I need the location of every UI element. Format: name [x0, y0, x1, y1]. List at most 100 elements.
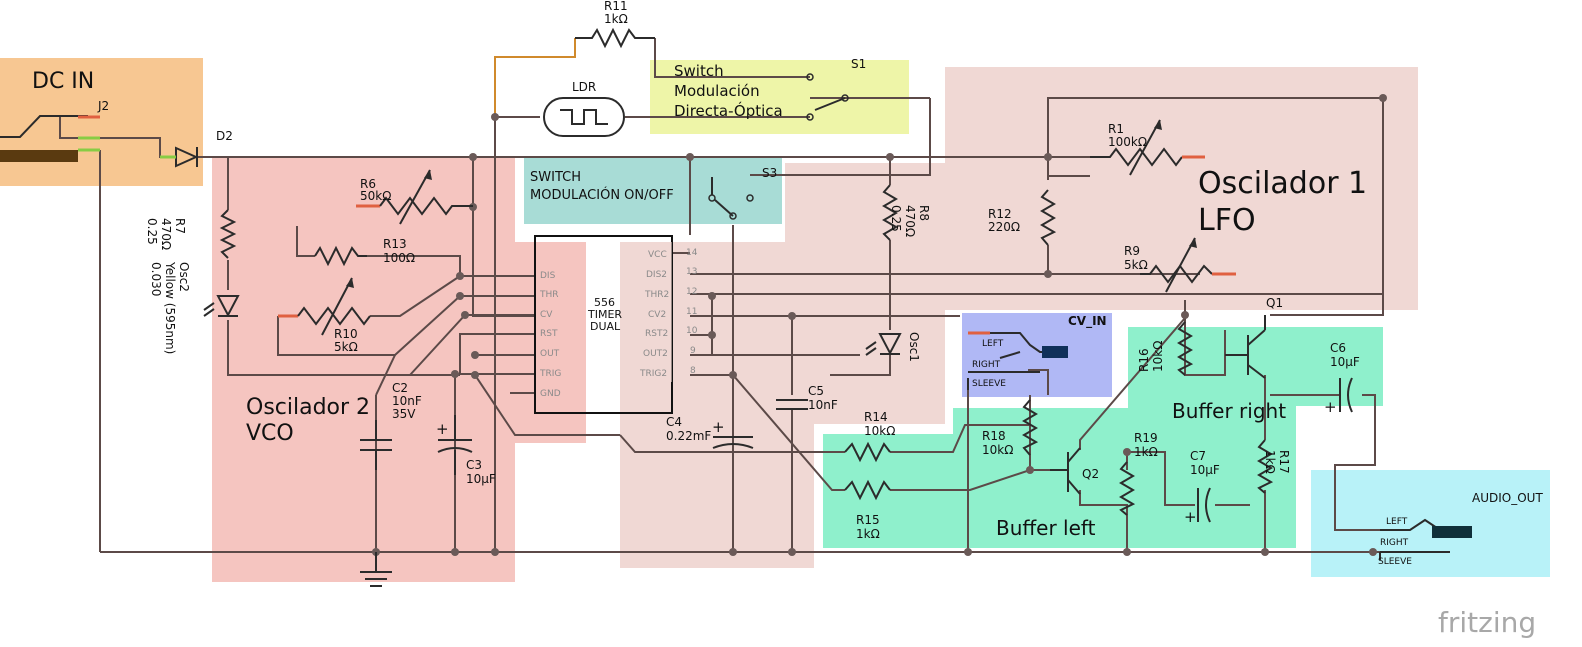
label-r1-value: 100kΩ [1108, 135, 1147, 149]
svg-text:Osc2: Osc2 [177, 262, 191, 292]
svg-text:14: 14 [686, 248, 698, 258]
resistor-r7 [219, 209, 237, 259]
svg-text:470Ω: 470Ω [903, 205, 917, 237]
svg-text:0.25: 0.25 [889, 205, 903, 232]
resistor-r16 [1177, 321, 1194, 376]
dc-jack-j2 [0, 115, 100, 162]
svg-text:470Ω: 470Ω [159, 218, 173, 250]
timer-pin-numbers-right: 14 13 12 11 10 9 8 [686, 248, 698, 376]
svg-text:+: + [712, 418, 725, 436]
label-d2: D2 [216, 129, 233, 143]
label-c2-name: C2 [392, 381, 408, 395]
svg-text:VCC: VCC [648, 250, 667, 260]
switch-s1 [806, 73, 849, 121]
osc2-title-1: Oscilador 2 [246, 395, 370, 420]
svg-text:THR2: THR2 [644, 290, 669, 300]
timer-label-1: 556 [594, 296, 615, 309]
label-osc1-led: Osc1 [907, 332, 921, 362]
label-r9-name: R9 [1124, 244, 1140, 258]
timer-pins-left: DIS THR CV RST OUT TRIG GND [539, 271, 561, 399]
label-s1: S1 [851, 57, 866, 71]
buffer-right-title: Buffer right [1172, 399, 1286, 423]
buffer-left-title: Buffer left [996, 516, 1096, 540]
svg-text:Yellow (595nm): Yellow (595nm) [163, 261, 177, 354]
label-c7-value: 10µF [1190, 463, 1220, 477]
cv-in-sleeve: SLEEVE [972, 379, 1006, 389]
label-r12-name: R12 [988, 207, 1012, 221]
region-buffer [823, 327, 1383, 548]
label-r19-name: R19 [1134, 431, 1158, 445]
label-c4-value: 0.22mF [666, 429, 711, 443]
diode-d2 [160, 146, 199, 168]
dc-in-title: DC IN [32, 69, 94, 94]
svg-text:R17: R17 [1277, 450, 1291, 474]
svg-text:TRIG: TRIG [539, 369, 561, 379]
label-ldr: LDR [572, 80, 596, 94]
label-q1: Q1 [1266, 296, 1283, 310]
audio-out-left: LEFT [1386, 517, 1408, 527]
region-osc2 [212, 157, 586, 582]
capacitor-c6: + [1324, 377, 1353, 416]
label-r6-value: 50kΩ [360, 189, 391, 203]
transistor-q1 [1225, 315, 1266, 379]
capacitor-c2 [360, 420, 392, 470]
svg-text:10kΩ: 10kΩ [1151, 341, 1165, 372]
pot-r1 [1090, 119, 1205, 176]
label-c4-name: C4 [666, 415, 682, 429]
resistor-r17 [1257, 439, 1274, 494]
pot-r9 [1140, 237, 1236, 293]
label-r12-value: 220Ω [988, 220, 1020, 234]
region-osc1 [620, 67, 1418, 568]
audio-out-right: RIGHT [1380, 538, 1409, 548]
ldr-sensor [543, 97, 625, 137]
svg-text:0.030: 0.030 [149, 262, 163, 296]
switch-mod-line3: Directa-Óptica [674, 101, 783, 120]
label-r7: R7 470Ω 0.25 [145, 218, 187, 250]
label-q2: Q2 [1082, 467, 1099, 481]
capacitor-c7: + [1184, 487, 1211, 526]
label-r17: R17 1kΩ [1263, 450, 1291, 474]
svg-text:CV: CV [540, 310, 553, 320]
region-cv-in [962, 313, 1112, 397]
region-dc-in [0, 58, 203, 186]
switch-s3 [708, 177, 754, 220]
label-c2-value: 10nF [392, 394, 422, 408]
label-r10-name: R10 [334, 327, 358, 341]
resistor-r11 [575, 27, 655, 49]
label-c6-value: 10µF [1330, 355, 1360, 369]
switch-onoff-line1: SWITCH [530, 170, 581, 185]
region-switch-onoff [524, 157, 782, 224]
osc1-title-1: Oscilador 1 [1198, 166, 1367, 201]
label-r11-value: 1kΩ [604, 12, 628, 26]
label-r9-value: 5kΩ [1124, 258, 1148, 272]
label-r6-name: R6 [360, 177, 376, 191]
svg-text:1kΩ: 1kΩ [1263, 450, 1277, 474]
svg-text:12: 12 [686, 287, 697, 297]
svg-text:13: 13 [686, 267, 697, 277]
svg-text:THR: THR [539, 290, 559, 300]
label-osc2-led: Osc2 Yellow (595nm) 0.030 [149, 261, 191, 354]
label-r10-value: 5kΩ [334, 340, 358, 354]
label-r15-name: R15 [856, 513, 880, 527]
capacitor-c4: + [712, 418, 754, 449]
led-osc1 [865, 333, 902, 356]
svg-text:R7: R7 [173, 218, 187, 234]
label-r11-name: R11 [604, 0, 628, 13]
label-r16: R16 10kΩ [1137, 341, 1165, 372]
svg-text:9: 9 [690, 346, 696, 356]
svg-text:RST: RST [540, 329, 558, 339]
svg-text:11: 11 [686, 307, 697, 317]
timer-label-3: DUAL [590, 320, 621, 333]
label-j2: J2 [97, 99, 109, 113]
led-osc2 [203, 295, 240, 318]
label-r8: R8 470Ω 0.25 [889, 205, 931, 237]
resistor-r12 [1040, 189, 1057, 246]
resistor-r15 [844, 479, 891, 501]
label-r13-value: 100Ω [383, 251, 415, 265]
switch-onoff-line2: MODULACIÓN ON/OFF [530, 187, 674, 203]
capacitor-c5 [776, 399, 808, 410]
label-c2-extra: 35V [392, 407, 416, 421]
jack-audio-out [1379, 518, 1472, 560]
label-c3-value: 10µF [466, 472, 496, 486]
